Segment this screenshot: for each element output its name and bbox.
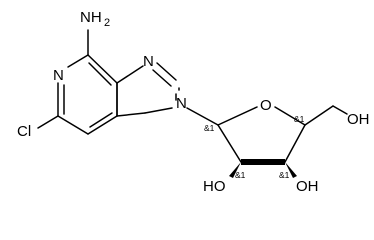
bond <box>57 115 89 135</box>
structure-canvas: NH 2 N N N Cl O OH HO OH &1 &1 &1 &1 <box>17 9 370 195</box>
c2-hydroxyl-label: HO <box>203 178 226 195</box>
imidazole-nitrogen-label: N <box>143 53 154 70</box>
stereo-label-c3: &1 <box>279 170 290 180</box>
molecule-diagram: NH 2 N N N Cl O OH HO OH &1 &1 &1 &1 <box>17 9 370 195</box>
bond <box>332 105 348 115</box>
bond <box>88 62 112 86</box>
bond <box>116 65 144 84</box>
bond <box>152 69 172 87</box>
bond <box>304 105 334 126</box>
bond <box>67 54 89 68</box>
bond <box>37 115 59 129</box>
glycosidic-nitrogen-label: N <box>176 95 187 112</box>
bond <box>87 54 118 84</box>
bond <box>217 106 258 126</box>
bond <box>156 62 177 81</box>
hydroxymethyl-oh-label: OH <box>347 111 370 128</box>
amino-label: NH <box>80 9 102 26</box>
stereo-label-c2: &1 <box>235 170 246 180</box>
wedge-bond <box>285 162 297 178</box>
bond <box>217 124 242 163</box>
amino-subscript: 2 <box>104 17 110 29</box>
pyridine-nitrogen-label: N <box>53 67 64 84</box>
bond <box>116 112 146 117</box>
wedge-bond <box>241 159 285 165</box>
wedge-bond <box>229 162 241 178</box>
bond <box>87 115 118 135</box>
chlorine-label: Cl <box>17 123 31 140</box>
bond <box>144 107 173 114</box>
bond-lines <box>37 29 348 163</box>
c3-hydroxyl-label: OH <box>296 178 319 195</box>
stereo-label-c1: &1 <box>204 123 215 133</box>
stereo-label-c4: &1 <box>294 114 305 124</box>
ring-oxygen-label: O <box>260 97 272 114</box>
bond <box>284 124 306 163</box>
bond <box>274 106 306 126</box>
bond <box>89 112 113 128</box>
bond <box>186 107 219 126</box>
